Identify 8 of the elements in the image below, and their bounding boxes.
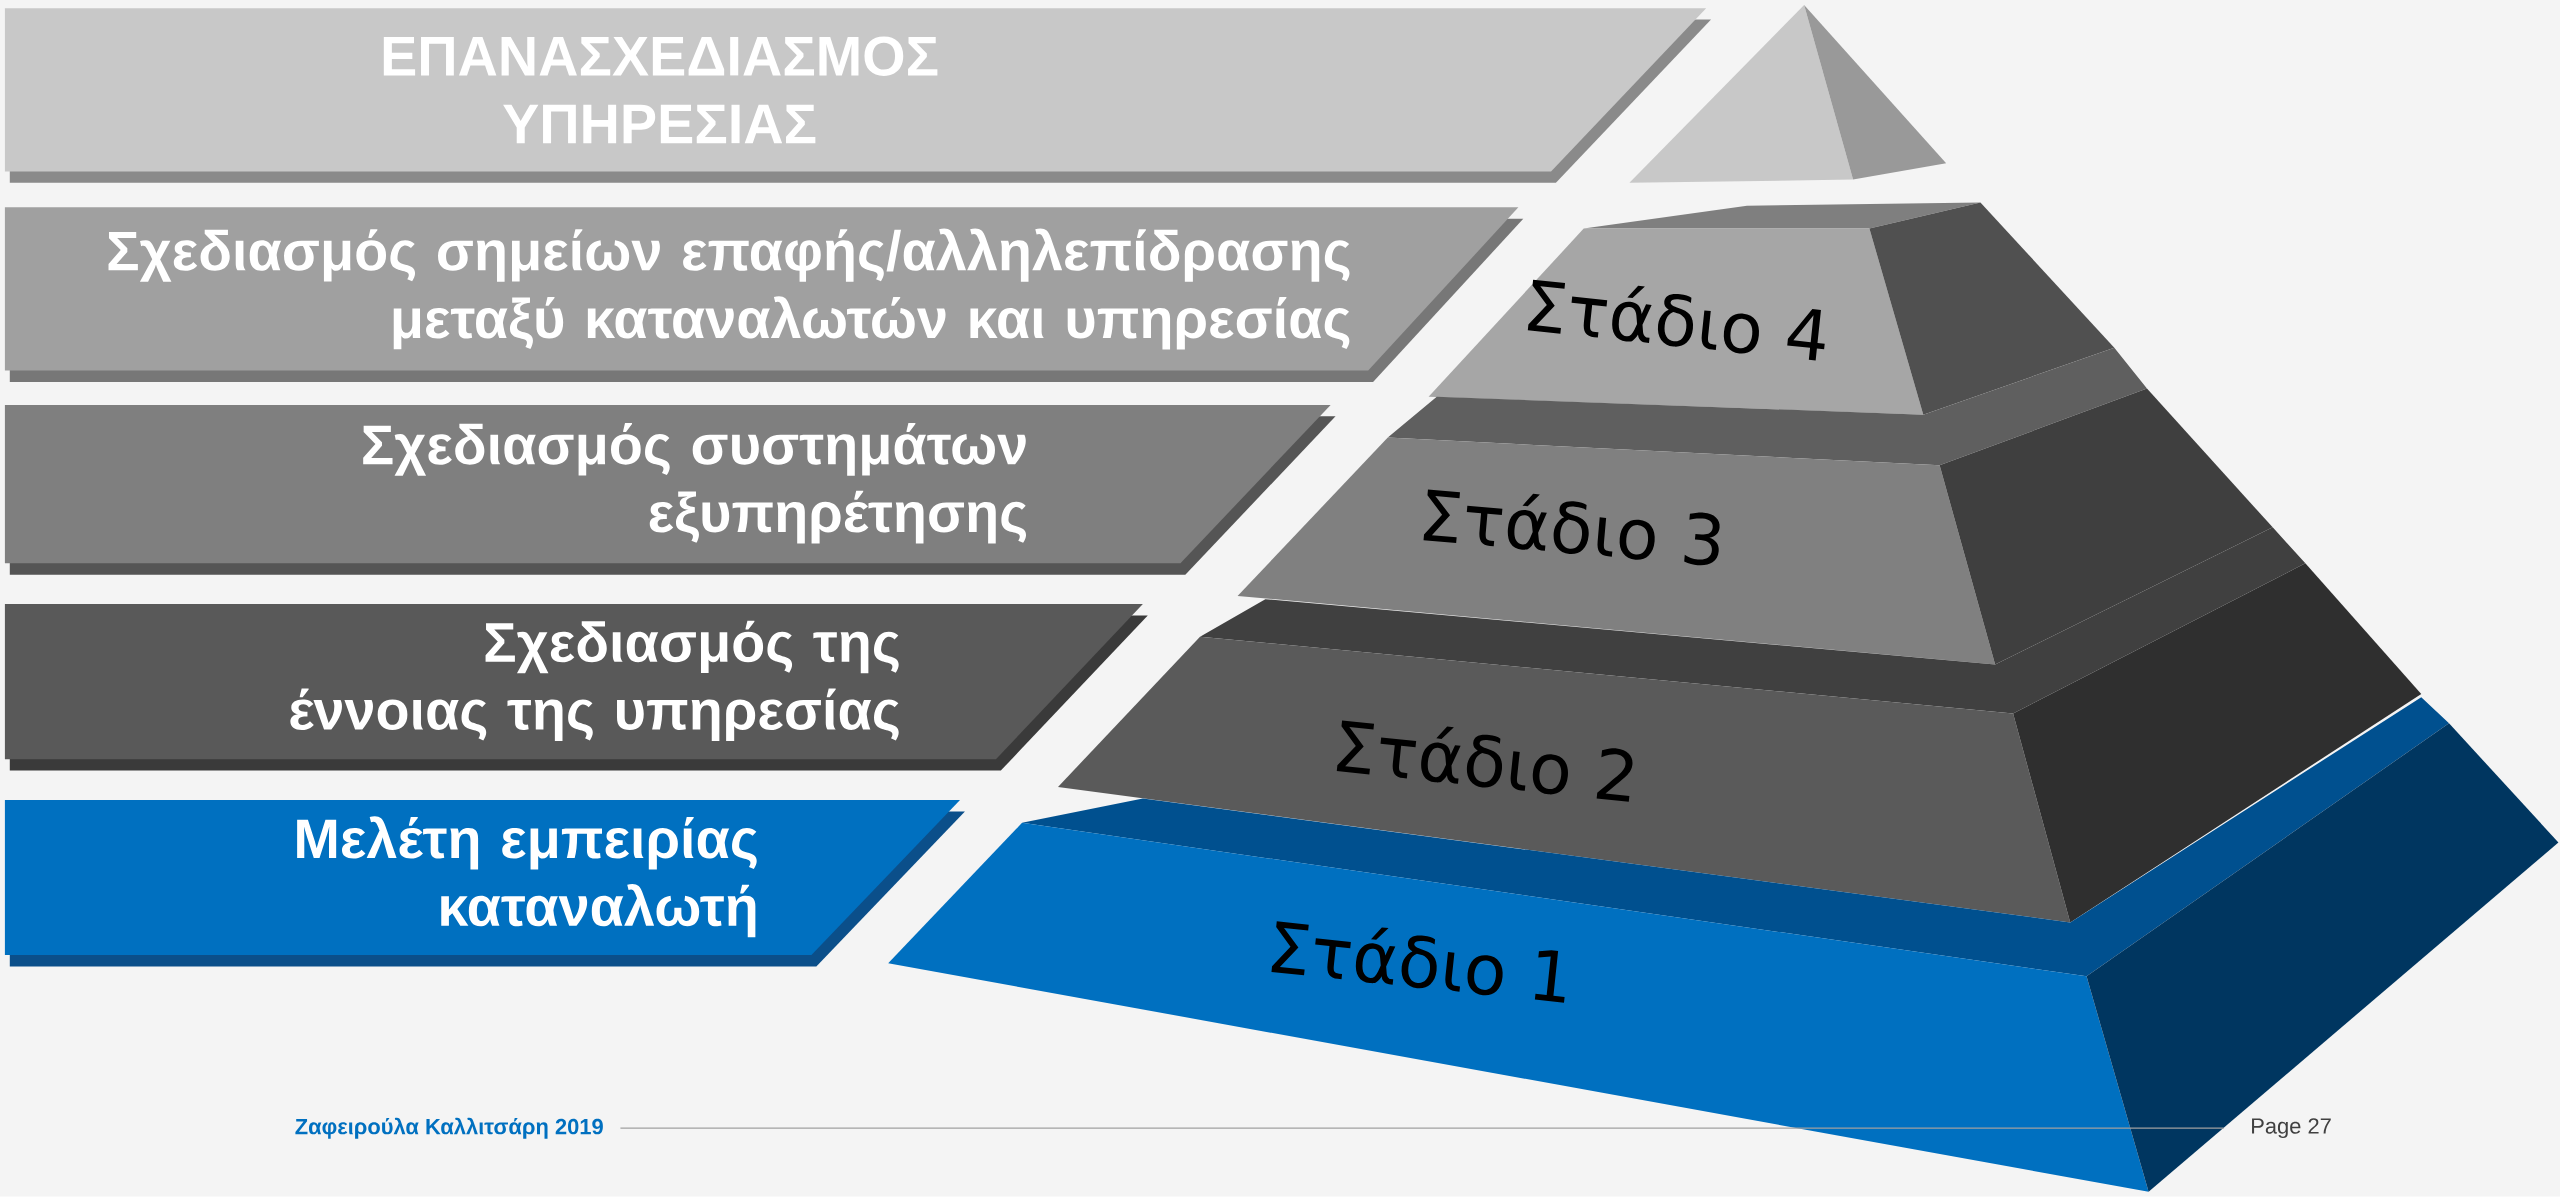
banner: Σχεδιασμός συστημάτων εξυπηρέτησης bbox=[4, 405, 1336, 575]
banner: Μελέτη εμπειρίας καταναλωτή bbox=[4, 800, 965, 967]
pyramid-top bbox=[1629, 5, 1947, 183]
banner: Σχεδιασμός σημείων επαφής/αλληλεπίδρασης μεταξύ καταναλωτών και υπηρεσίας bbox=[4, 207, 1524, 383]
banner: Σχεδιασμός της έννοιας της υπηρεσίας bbox=[4, 604, 1148, 771]
footer-text: Ζαφειρούλα Καλλιτσάρη 2019 bbox=[295, 1117, 603, 1139]
pyramid-tier: Στάδιο 4 bbox=[1428, 202, 2115, 415]
footer-text: Page 27 bbox=[2252, 1118, 2331, 1139]
